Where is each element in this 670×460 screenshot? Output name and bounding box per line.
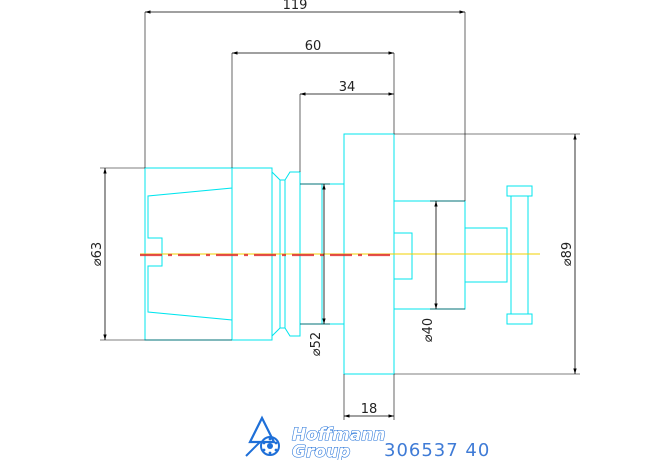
dim-length-total: 119: [283, 0, 308, 13]
dim-dia-63: ⌀63: [90, 242, 105, 266]
dim-length-short: 34: [339, 80, 356, 95]
brand-name: Hoffmann: [292, 425, 385, 445]
centerline: [140, 253, 540, 257]
brand-group: Group: [292, 442, 350, 460]
extension-lines: [100, 12, 580, 420]
part-number: 306537 40: [384, 440, 490, 460]
dim-dia-40: ⌀40: [421, 318, 436, 342]
dim-dia-89: ⌀89: [560, 242, 575, 266]
knob: [506, 185, 533, 325]
spigot: [393, 200, 466, 310]
shaft: [464, 227, 508, 283]
dim-flange-width: 18: [361, 402, 378, 417]
spigot-step: [393, 232, 413, 280]
hoffmann-logo-icon: [245, 415, 280, 457]
dim-length-mid: 60: [305, 39, 322, 54]
dimension-lines: [103, 10, 577, 418]
dimension-labels: 119 60 34 18 ⌀63 ⌀52 ⌀40 ⌀89: [90, 0, 575, 417]
dim-dia-52: ⌀52: [309, 332, 324, 356]
